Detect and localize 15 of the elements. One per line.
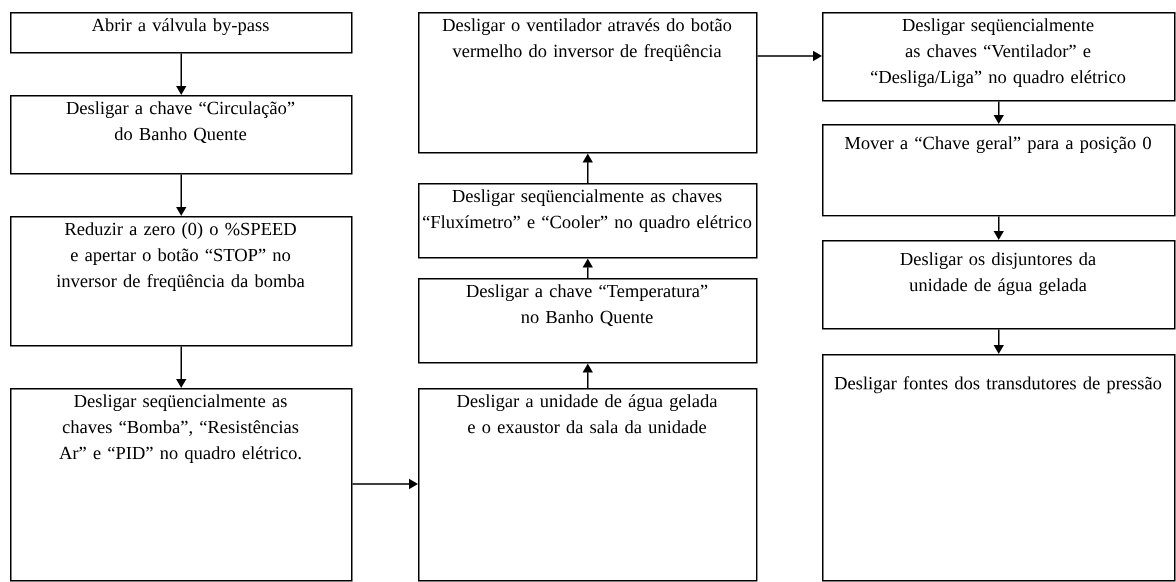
arrow (176, 345, 187, 388)
process-box: Abrir a válvula by-pass (10, 12, 353, 54)
process-box: Desligar seqüencialmente as chaves “Fluxímetro” e “Cooler” no quadro elétrico (418, 183, 758, 259)
process-box: Desligar fontes dos transdutores de pressão (822, 354, 1176, 582)
process-box: Desligar os disjuntores da unidade de água gelada (822, 240, 1176, 330)
arrow (176, 52, 187, 95)
process-box: Desligar a unidade de água gelada e o exaustor da sala da unidade (418, 388, 758, 582)
process-box: Reduzir a zero (0) o %SPEED e apertar o botão “STOP” no inversor de freqüência da bomba (10, 216, 353, 347)
process-box: Desligar o ventilador através do botão vermelho do inversor de freqüência (418, 12, 758, 154)
process-box: Desligar seqüencialmente as chaves “Bomba”, “Resistências Ar” e “PID” no quadro elétrico. (10, 388, 353, 582)
process-box: Desligar seqüencialmente as chaves “Ventilador” e “Desliga/Liga” no quadro elétrico (822, 12, 1176, 102)
process-box: Mover a “Chave geral” para a posição 0 (822, 124, 1176, 217)
arrow (176, 173, 187, 216)
process-box: Desligar a chave “Temperatura” no Banho Quente (418, 278, 758, 364)
process-box: Desligar a chave “Circulação” do Banho Quente (10, 95, 353, 175)
